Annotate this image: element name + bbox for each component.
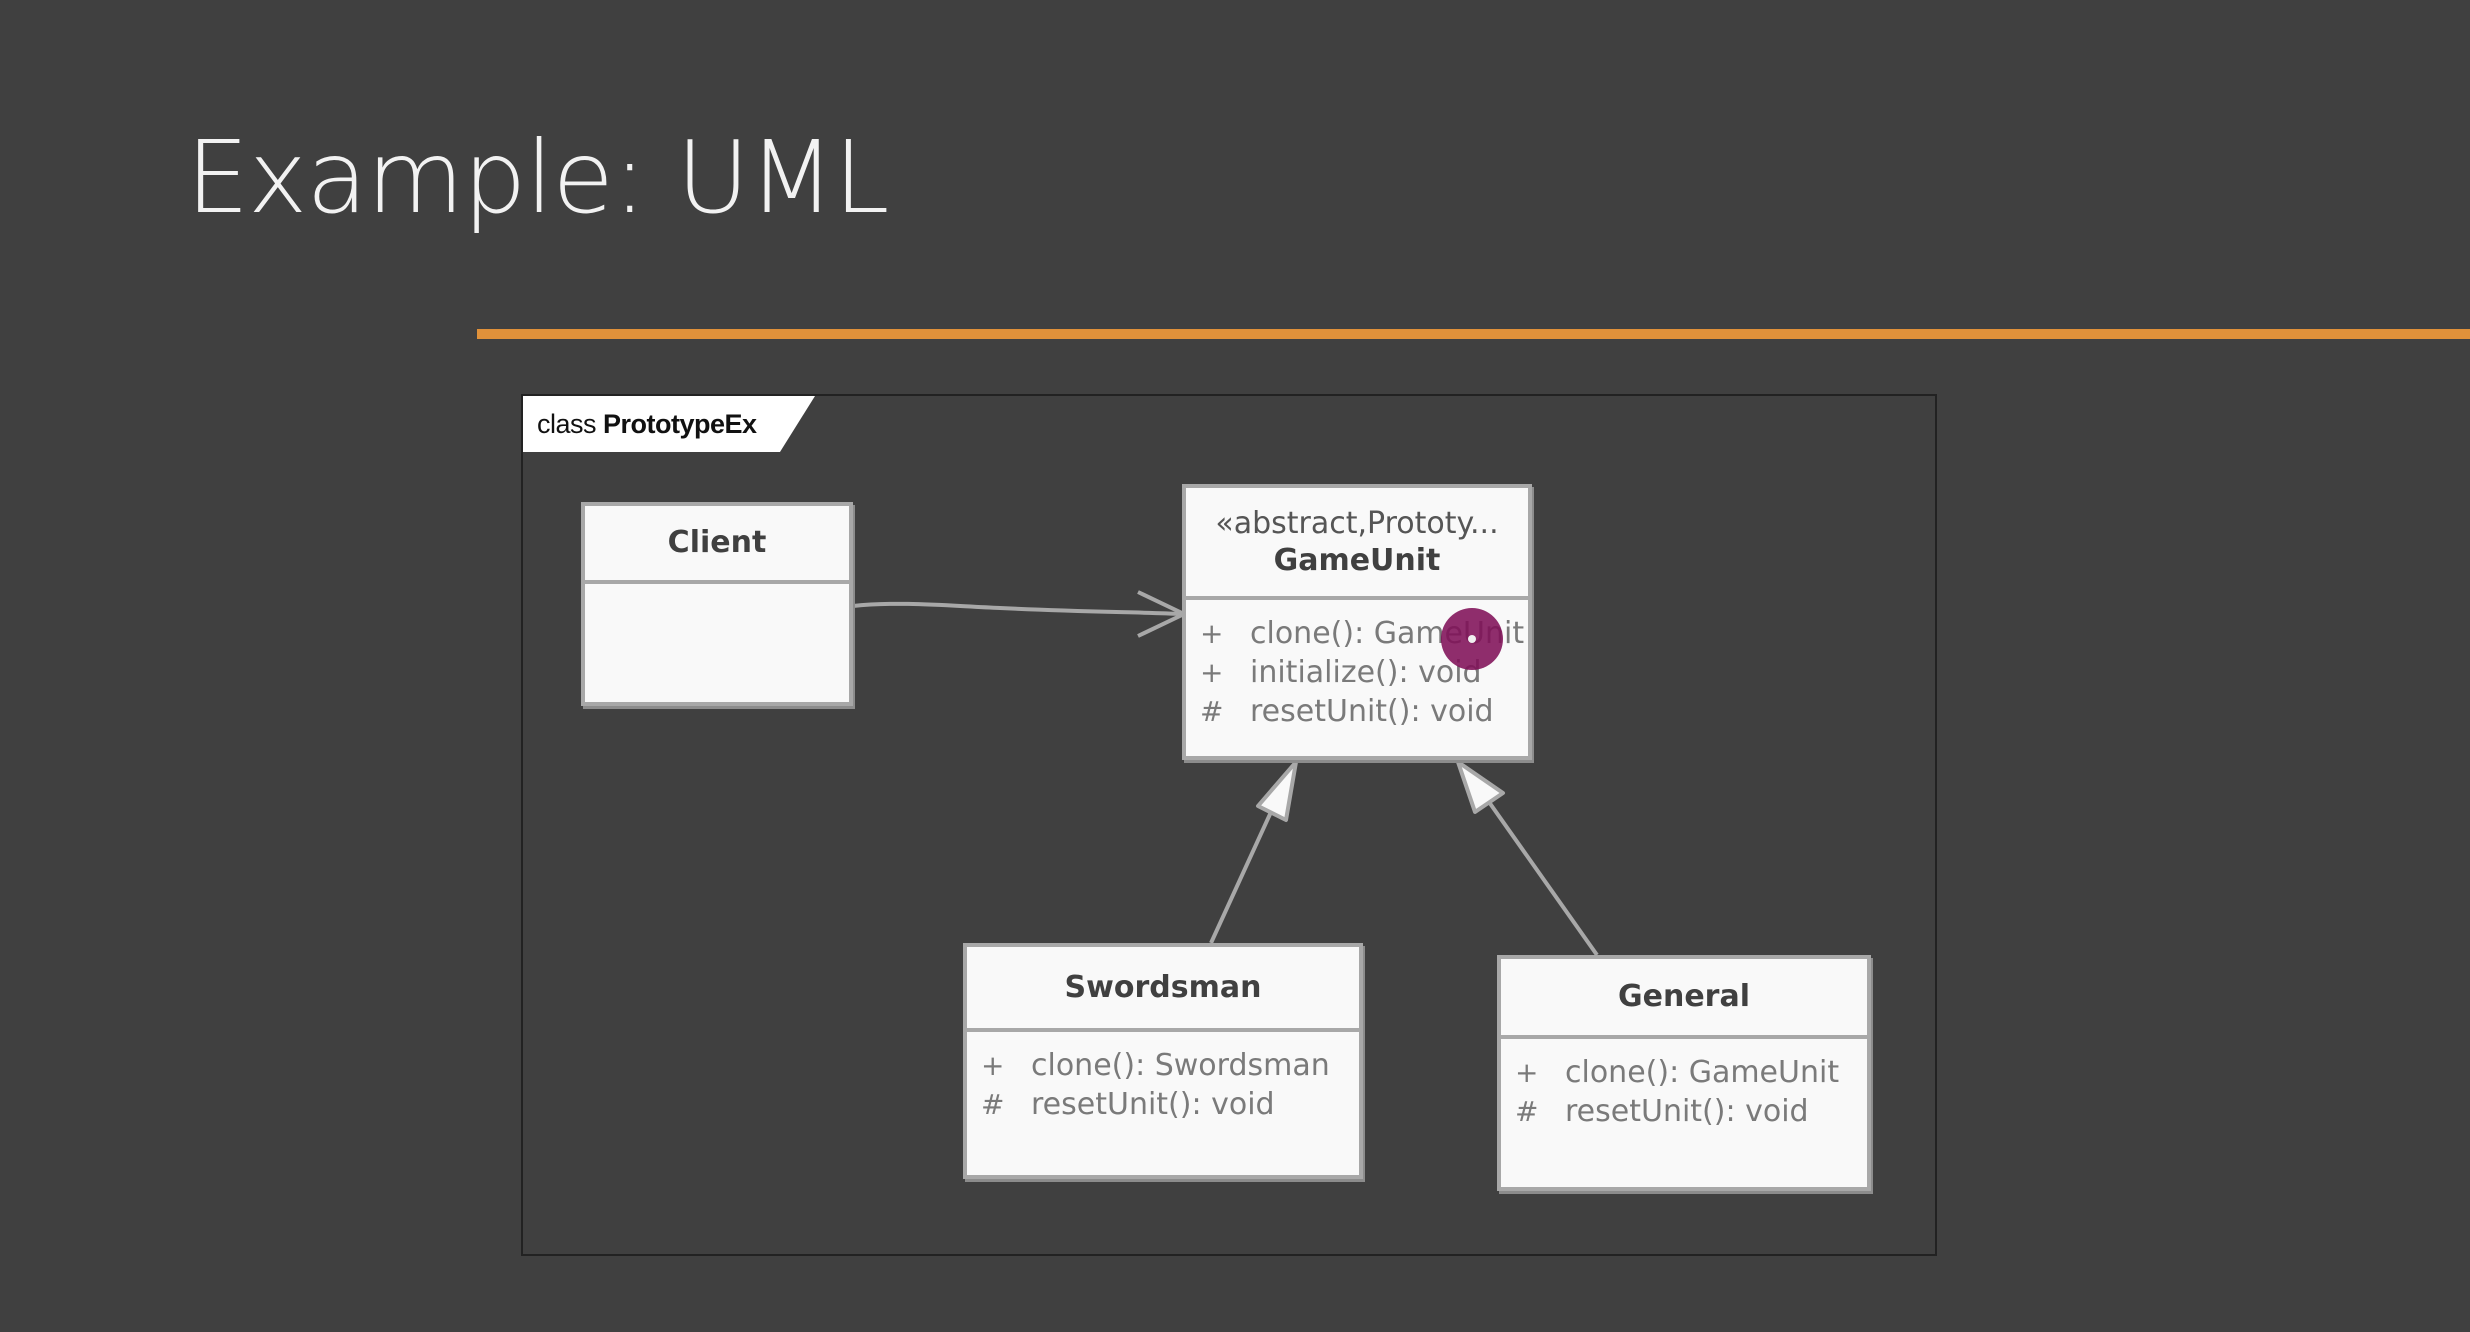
- class-general-operations: + clone(): GameUnit # resetUnit(): void: [1501, 1039, 1867, 1131]
- frame-keyword: class: [537, 408, 597, 439]
- operation-visibility: +: [1515, 1056, 1539, 1089]
- operation-visibility: #: [1515, 1095, 1539, 1128]
- class-general-name: General: [1618, 979, 1750, 1015]
- generalization-swordsman-gameunit: [1209, 811, 1273, 944]
- slide-title: Example: UML: [186, 119, 890, 236]
- operation-signature: resetUnit(): void: [1031, 1087, 1275, 1122]
- class-swordsman-header: Swordsman: [967, 947, 1359, 1032]
- operation-visibility: #: [1200, 695, 1224, 728]
- frame-name: PrototypeEx: [603, 408, 757, 439]
- association-client-gameunit: [852, 601, 1183, 616]
- operation: + initialize(): void: [1200, 653, 1528, 692]
- title-accent-line: [477, 329, 2470, 339]
- class-gameunit-stereotype: «abstract,Prototy...: [1215, 505, 1499, 541]
- class-general[interactable]: General + clone(): GameUnit # resetUnit(…: [1497, 955, 1871, 1191]
- operation-visibility: +: [1200, 617, 1224, 650]
- operation-signature: clone(): Swordsman: [1031, 1048, 1330, 1083]
- generalization-swordsman-triangle: [1256, 760, 1298, 822]
- class-client-name: Client: [667, 525, 767, 561]
- operation-visibility: +: [981, 1049, 1005, 1082]
- diagram-frame-label: class PrototypeEx: [523, 396, 815, 452]
- class-swordsman-operations: + clone(): Swordsman # resetUnit(): void: [967, 1032, 1359, 1124]
- operation: # resetUnit(): void: [1200, 692, 1528, 731]
- class-client[interactable]: Client: [581, 502, 853, 706]
- operation: + clone(): GameUnit: [1515, 1053, 1867, 1092]
- class-general-header: General: [1501, 959, 1867, 1039]
- operation-signature: resetUnit(): void: [1250, 694, 1494, 729]
- class-swordsman[interactable]: Swordsman + clone(): Swordsman # resetUn…: [963, 943, 1363, 1179]
- diagram-frame: [521, 394, 1937, 1256]
- class-client-header: Client: [585, 506, 849, 584]
- operation-signature: resetUnit(): void: [1565, 1094, 1809, 1129]
- operation-visibility: #: [981, 1088, 1005, 1121]
- generalization-general-gameunit: [1487, 800, 1599, 957]
- class-gameunit-header: «abstract,Prototy... GameUnit: [1186, 488, 1528, 600]
- operation: # resetUnit(): void: [981, 1085, 1359, 1124]
- class-gameunit-name: GameUnit: [1273, 543, 1441, 578]
- operation-visibility: +: [1200, 656, 1224, 689]
- class-swordsman-name: Swordsman: [1064, 969, 1262, 1005]
- generalization-general-triangle: [1456, 760, 1505, 814]
- operation: # resetUnit(): void: [1515, 1092, 1867, 1131]
- operation: + clone(): Swordsman: [981, 1046, 1359, 1085]
- pointer-highlight-icon: [1441, 608, 1503, 670]
- operation-signature: clone(): GameUnit: [1565, 1055, 1840, 1090]
- operation-signature: initialize(): void: [1250, 655, 1482, 690]
